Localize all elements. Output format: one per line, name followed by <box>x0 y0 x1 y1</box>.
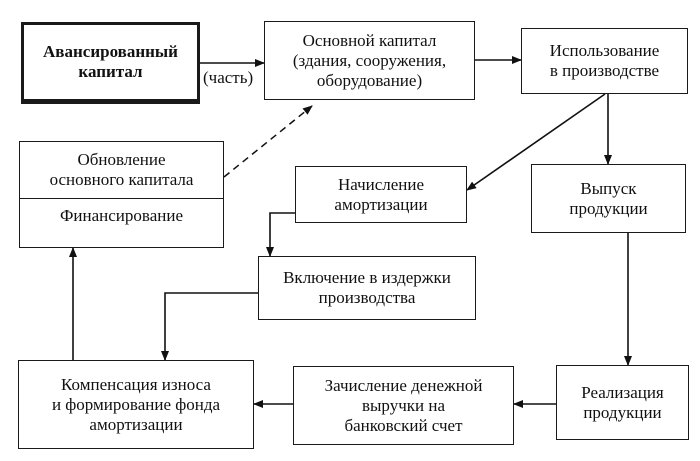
node-renewal-label: Обновление основного капитала <box>20 142 223 199</box>
node-product-output-label: Выпуск продукции <box>569 178 648 218</box>
node-advanced-capital-label: Авансированный капитал <box>43 42 178 81</box>
node-wear-compensation-label: Компенсация износа и формирование фонда … <box>51 374 221 434</box>
node-advanced-capital: Авансированный капитал <box>21 22 200 104</box>
node-product-sales-label: Реализация продукции <box>581 382 664 422</box>
node-depreciation-accrual-label: Начисление амортизации <box>334 174 428 214</box>
arrow-costs-to-compensation <box>161 292 258 361</box>
dashed-arrow-renewal-to-fixed <box>223 105 313 178</box>
node-fixed-capital-label: Основной капитал (здания, сооружения, об… <box>292 30 447 90</box>
edge-label-part: (часть) <box>203 68 254 87</box>
arrow-depreciation-to-costs <box>266 212 295 257</box>
node-inclusion-in-costs-label: Включение в издержки производства <box>283 268 451 307</box>
node-use-in-production-label: Использование в производстве <box>549 41 660 80</box>
node-renewal-financing: Обновление основного капитала Финансиров… <box>19 141 224 248</box>
arrow-use-to-depreciation <box>466 93 606 191</box>
node-financing-label: Финансирование <box>59 205 183 225</box>
node-depreciation-accrual: Начисление амортизации <box>295 166 467 223</box>
node-inclusion-in-costs: Включение в издержки производства <box>258 256 476 320</box>
node-fixed-capital: Основной капитал (здания, сооружения, об… <box>264 21 475 100</box>
node-wear-compensation: Компенсация износа и формирование фонда … <box>18 360 254 449</box>
node-revenue-crediting-label: Зачисление денежной выручки на банковски… <box>324 375 483 435</box>
node-product-output: Выпуск продукции <box>531 164 686 233</box>
node-revenue-crediting: Зачисление денежной выручки на банковски… <box>293 366 514 445</box>
node-use-in-production: Использование в производстве <box>521 28 688 94</box>
node-product-sales: Реализация продукции <box>556 365 689 440</box>
